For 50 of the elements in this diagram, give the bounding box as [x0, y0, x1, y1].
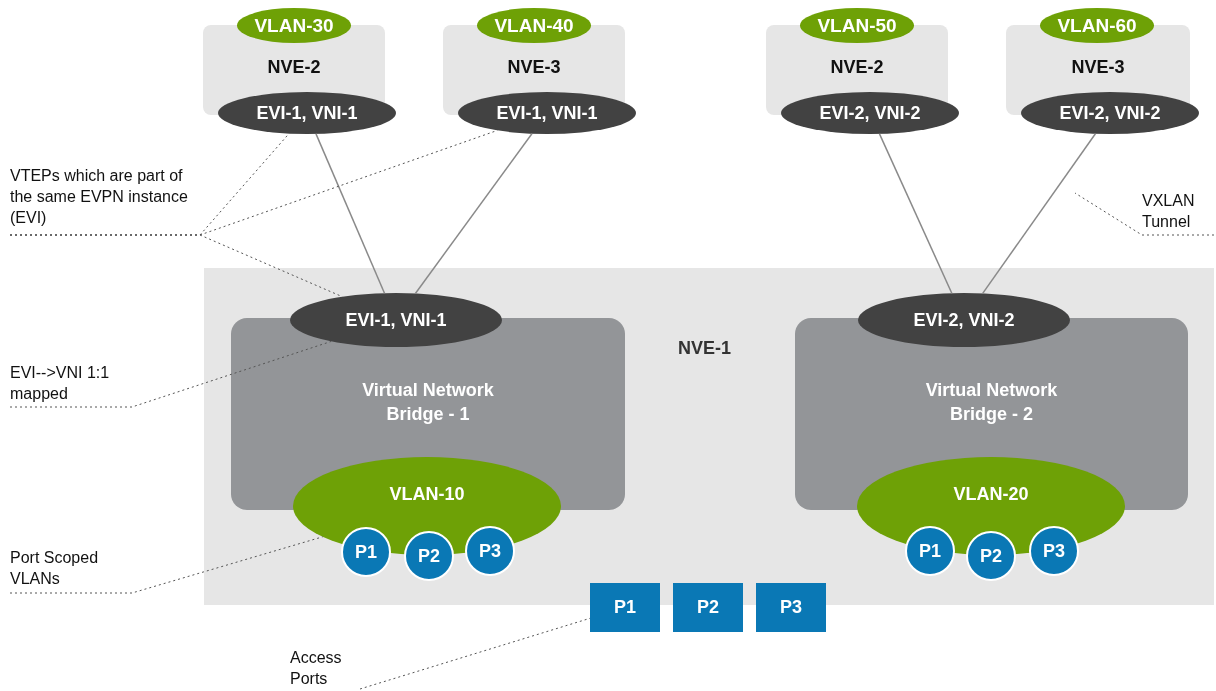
- device-name: NVE-2: [830, 57, 884, 78]
- tunnel-line: [878, 133, 953, 294]
- vlan-label: VLAN-40: [494, 14, 574, 37]
- leader-line: [359, 617, 591, 690]
- port-label: P2: [418, 545, 440, 567]
- port-square: [590, 583, 660, 632]
- vlan-label: VLAN-60: [1057, 14, 1137, 37]
- port-circle: [465, 526, 515, 576]
- vlan-label: VLAN-10: [389, 483, 465, 505]
- port-label: P1: [355, 541, 377, 563]
- annotation-text: VTEPs which are part of the same EVPN instance (EVI): [10, 165, 196, 235]
- device-name: NVE-3: [507, 57, 561, 78]
- tunnel-line: [315, 133, 386, 294]
- vlan-label: VLAN-30: [254, 14, 334, 37]
- nve-label: NVE-1: [678, 338, 731, 359]
- port-label: P1: [919, 540, 941, 562]
- port-square: [673, 583, 743, 632]
- port-label: P2: [697, 597, 719, 618]
- annotation-text: EVI-->VNI 1:1 mapped: [10, 362, 132, 407]
- evi-label: EVI-2, VNI-2: [819, 102, 921, 124]
- vlan-label: VLAN-20: [953, 483, 1029, 505]
- port-circle: [905, 526, 955, 576]
- port-circle: [966, 531, 1016, 581]
- port-label: P3: [780, 597, 802, 618]
- vlan-label: VLAN-50: [817, 14, 897, 37]
- device-name: NVE-2: [267, 57, 321, 78]
- port-circle: [1029, 526, 1079, 576]
- evi-label: EVI-1, VNI-1: [496, 102, 598, 124]
- evi-label: EVI-2, VNI-2: [1059, 102, 1161, 124]
- evi-label: EVI-1, VNI-1: [256, 102, 358, 124]
- port-circle: [341, 527, 391, 577]
- annotation-text: Port Scoped VLANs: [10, 547, 132, 593]
- port-label: P3: [1043, 540, 1065, 562]
- leader-line: [1074, 192, 1215, 236]
- tunnel-line: [414, 132, 533, 295]
- port-label: P2: [980, 545, 1002, 567]
- port-label: P1: [614, 597, 636, 618]
- port-circle: [404, 531, 454, 581]
- leader-line: [9, 536, 324, 594]
- evi-label: EVI-2, VNI-2: [913, 309, 1015, 331]
- device-name: NVE-3: [1071, 57, 1125, 78]
- port-label: P3: [479, 540, 501, 562]
- leader-line: [9, 340, 332, 408]
- annotation-text: Access Ports: [290, 647, 360, 689]
- port-square: [756, 583, 826, 632]
- annotation-text: VXLAN Tunnel: [1142, 190, 1214, 235]
- bridge-label: Virtual Network Bridge - 2: [924, 379, 1059, 426]
- bridge-label: Virtual Network Bridge - 1: [361, 379, 495, 426]
- evi-label: EVI-1, VNI-1: [345, 309, 447, 331]
- tunnel-line: [981, 132, 1097, 295]
